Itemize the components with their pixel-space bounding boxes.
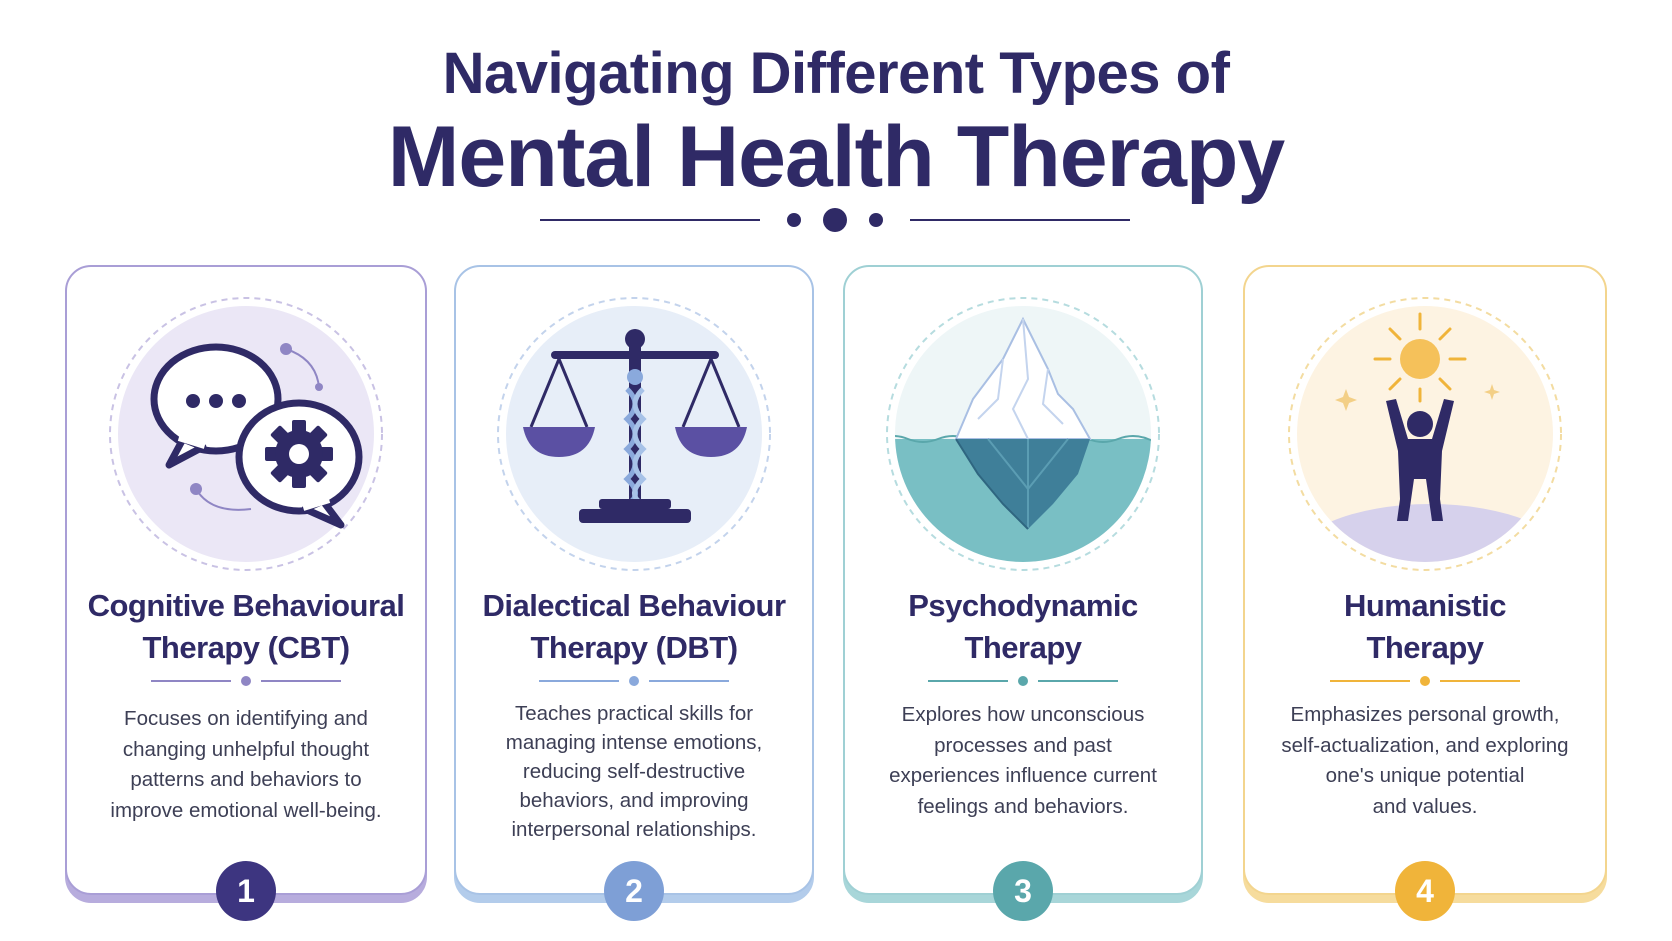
card-description: Emphasizes personal growth, self-actuali… — [1261, 700, 1589, 822]
desc-line: processes and past — [934, 733, 1112, 757]
desc-line: feelings and behaviors. — [917, 794, 1129, 818]
desc-line: improve emotional well-being. — [110, 798, 382, 822]
desc-line: reducing self-destructive — [522, 760, 746, 783]
iceberg-icon — [878, 289, 1168, 579]
desc-line: one's unique potential — [1325, 764, 1525, 787]
therapy-card-dbt: Dialectical Behaviour Therapy (DBT) Teac… — [454, 265, 814, 921]
title-line-2: Mental Health Therapy — [387, 109, 1286, 205]
desc-line: behaviors, and improving — [519, 789, 749, 812]
card-title-line: Dialectical Behaviour — [482, 588, 786, 623]
card-divider — [539, 676, 729, 686]
card-title-line: Cognitive Behavioural — [87, 588, 405, 623]
card-divider — [151, 676, 341, 686]
number-badge: 3 — [993, 861, 1053, 921]
desc-line: experiences influence current — [889, 764, 1157, 787]
desc-line: changing unhelpful thought — [122, 737, 370, 761]
desc-line: patterns and behaviors to — [130, 768, 362, 791]
desc-line: self-actualization, and exploring — [1281, 733, 1569, 757]
desc-line: Explores how unconscious — [901, 703, 1145, 726]
card-description: Focuses on identifying and changing unhe… — [91, 704, 401, 826]
card-title: Humanistic Therapy — [1245, 585, 1605, 669]
card-description: Explores how unconscious processes and p… — [869, 700, 1177, 822]
therapy-card-humanistic: Humanistic Therapy Emphasizes personal g… — [1243, 265, 1607, 921]
card-divider — [928, 676, 1118, 686]
sun-person-icon — [1280, 289, 1570, 579]
desc-line: Emphasizes personal growth, — [1290, 703, 1560, 726]
card-title: Psychodynamic Therapy — [845, 585, 1201, 669]
desc-line: managing intense emotions, — [505, 731, 763, 754]
desc-line: interpersonal relationships. — [511, 818, 757, 841]
balance-scale-icon — [489, 289, 779, 579]
card-description: Teaches practical skills for managing in… — [480, 699, 788, 844]
title-divider — [540, 208, 1130, 232]
number-badge: 1 — [216, 861, 276, 921]
card-title-line: Therapy (CBT) — [142, 630, 350, 665]
card-title: Dialectical Behaviour Therapy (DBT) — [456, 585, 812, 669]
card-title-line: Therapy — [1366, 630, 1484, 665]
card-title-line: Psychodynamic — [908, 588, 1138, 623]
therapy-card-cbt: Cognitive Behavioural Therapy (CBT) Focu… — [65, 265, 427, 921]
title-line-1: Navigating Different Types of — [442, 41, 1230, 106]
card-title: Cognitive Behavioural Therapy (CBT) — [67, 585, 425, 669]
card-title-line: Humanistic — [1343, 588, 1507, 623]
speech-bubbles-gear-icon — [101, 289, 391, 579]
card-title-line: Therapy (DBT) — [530, 630, 738, 665]
desc-line: Teaches practical skills for — [514, 702, 754, 725]
desc-line: and values. — [1372, 794, 1478, 818]
therapy-card-psychodynamic: Psychodynamic Therapy Explores how uncon… — [843, 265, 1203, 921]
card-divider — [1330, 676, 1520, 686]
number-badge: 4 — [1395, 861, 1455, 921]
number-badge: 2 — [604, 861, 664, 921]
card-title-line: Therapy — [964, 630, 1082, 665]
desc-line: Focuses on identifying and — [124, 707, 368, 730]
